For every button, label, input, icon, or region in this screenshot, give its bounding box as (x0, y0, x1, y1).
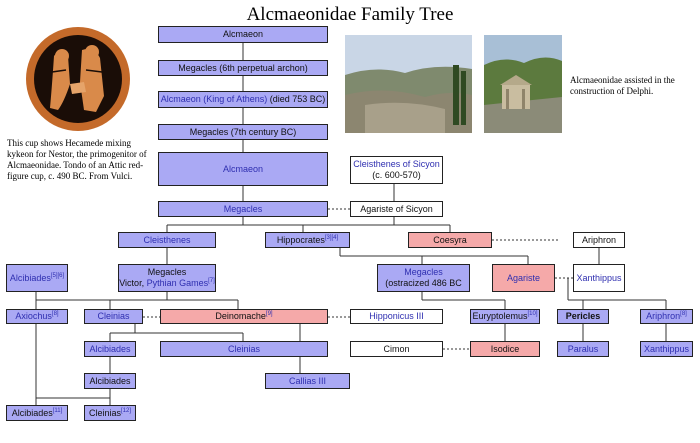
megacles-victor-ref[interactable]: [7] (208, 278, 215, 284)
person-coesyra[interactable]: Coesyra (408, 232, 492, 248)
person-megacles-ostracized[interactable]: Megacles(ostracized 486 BC (377, 264, 470, 292)
person-megacles-3[interactable]: Megacles (158, 201, 328, 217)
alcibiades4-ref[interactable]: [11] (52, 407, 63, 414)
person-agariste-of-sicyon[interactable]: Agariste of Sicyon (350, 201, 443, 217)
person-alcmaeon-king[interactable]: Alcmaeon (King of Athens) (died 753 BC) (158, 91, 328, 108)
person-axiochus[interactable]: Axiochus[8] (6, 309, 68, 324)
person-xanthippus[interactable]: Xanthippus (573, 264, 625, 292)
axiochus-ref[interactable]: [8] (51, 311, 59, 317)
cleinias3-ref[interactable]: [12] (121, 407, 132, 414)
person-alcmaeon-2[interactable]: Alcmaeon (158, 152, 328, 186)
person-alcibiades-2[interactable]: Alcibiades (84, 341, 136, 357)
ariphron2-ref[interactable]: [8] (680, 311, 687, 317)
delphi-landscape-image (345, 35, 472, 133)
person-ariphron-2[interactable]: Ariphron[8] (640, 309, 693, 324)
person-alcmaeon-1[interactable]: Alcmaeon (158, 26, 328, 43)
person-pericles[interactable]: Pericles (557, 309, 609, 324)
alcibiades1-refs[interactable]: [5][6] (50, 272, 65, 279)
person-alcibiades-1[interactable]: Alcibiades[5][6] (6, 264, 68, 292)
person-cleinias-3[interactable]: Cleinias[12] (84, 405, 136, 421)
person-agariste[interactable]: Agariste (492, 264, 555, 292)
person-alcibiades-3[interactable]: Alcibiades (84, 373, 136, 389)
person-paralus[interactable]: Paralus (557, 341, 609, 357)
alcmaeon-king-link[interactable]: Alcmaeon (King of Athens) (160, 94, 268, 104)
pythian-games-link[interactable]: Pythian Games (146, 278, 209, 288)
person-xanthippus-2[interactable]: Xanthippus (640, 341, 693, 357)
hippocrates-refs[interactable]: [3][4] (324, 234, 339, 241)
cup-caption: This cup shows Hecamede mixing kykeon fo… (7, 138, 147, 181)
red-figure-cup-image (24, 26, 132, 132)
person-deinomache[interactable]: Deinomache[9] (160, 309, 328, 324)
person-alcibiades-4[interactable]: Alcibiades[11] (6, 405, 68, 421)
person-callias-iii[interactable]: Callias III (265, 373, 350, 389)
person-ariphron-1[interactable]: Ariphron (573, 232, 625, 248)
deinomache-ref[interactable]: [9] (265, 311, 273, 317)
delphi-caption: Alcmaeonidae assisted in the constructio… (570, 75, 675, 96)
person-cleisthenes-of-sicyon[interactable]: Cleisthenes of Sicyon(c. 600-570) (350, 156, 443, 184)
person-cimon[interactable]: Cimon (350, 341, 443, 357)
person-cleinias-2[interactable]: Cleinias (160, 341, 328, 357)
page-title: Alcmaeonidae Family Tree (246, 4, 454, 25)
person-cleisthenes[interactable]: Cleisthenes (118, 232, 216, 248)
person-hipponicus-iii[interactable]: Hipponicus III (350, 309, 443, 324)
person-euryptolemus[interactable]: Euryptolemus[10] (470, 309, 540, 324)
person-megacles-7th-century[interactable]: Megacles (7th century BC) (158, 124, 328, 140)
euryptolemus-ref[interactable]: [10] (527, 311, 538, 317)
delphi-treasury-image (484, 35, 562, 133)
person-megacles-6th-archon[interactable]: Megacles (6th perpetual archon) (158, 60, 328, 76)
person-cleinias-1[interactable]: Cleinias (84, 309, 143, 324)
person-hippocrates[interactable]: Hippocrates[3][4] (265, 232, 350, 248)
person-isodice[interactable]: Isodice (470, 341, 540, 357)
